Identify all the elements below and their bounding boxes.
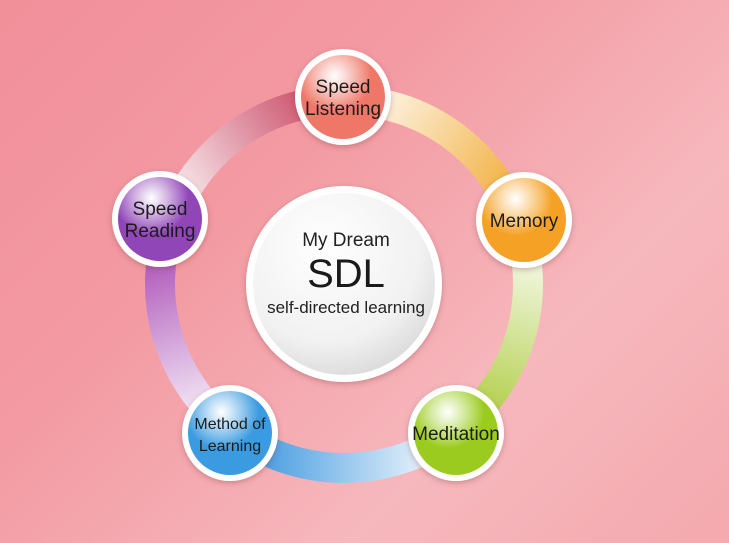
node-fill-memory bbox=[482, 178, 566, 262]
node-label-memory-0: Memory bbox=[490, 211, 559, 232]
node-label-speed-reading-0: Speed bbox=[133, 199, 188, 220]
node-meditation: Meditation bbox=[408, 385, 504, 481]
node-method-of-learning: Method of Learning bbox=[182, 385, 278, 481]
node-label-speed-listening-1: Listening bbox=[305, 99, 381, 120]
center-subtitle: self-directed learning bbox=[267, 298, 425, 317]
node-label-meditation-0: Meditation bbox=[412, 424, 500, 445]
node-fill-speed-reading bbox=[118, 177, 202, 261]
center-title: My Dream bbox=[302, 230, 390, 251]
center-acronym: SDL bbox=[307, 252, 385, 296]
node-label-speed-reading-1: Reading bbox=[125, 221, 196, 242]
center-node: My Dream SDL self-directed learning bbox=[246, 186, 442, 382]
node-label-method-of-learning-1: Learning bbox=[199, 438, 261, 455]
node-fill-speed-listening bbox=[301, 55, 385, 139]
node-memory: Memory bbox=[476, 172, 572, 268]
node-fill-method-of-learning bbox=[188, 391, 272, 475]
node-fill-meditation bbox=[414, 391, 498, 475]
node-label-speed-listening-0: Speed bbox=[316, 77, 371, 98]
node-label-method-of-learning-0: Method of bbox=[194, 416, 266, 433]
